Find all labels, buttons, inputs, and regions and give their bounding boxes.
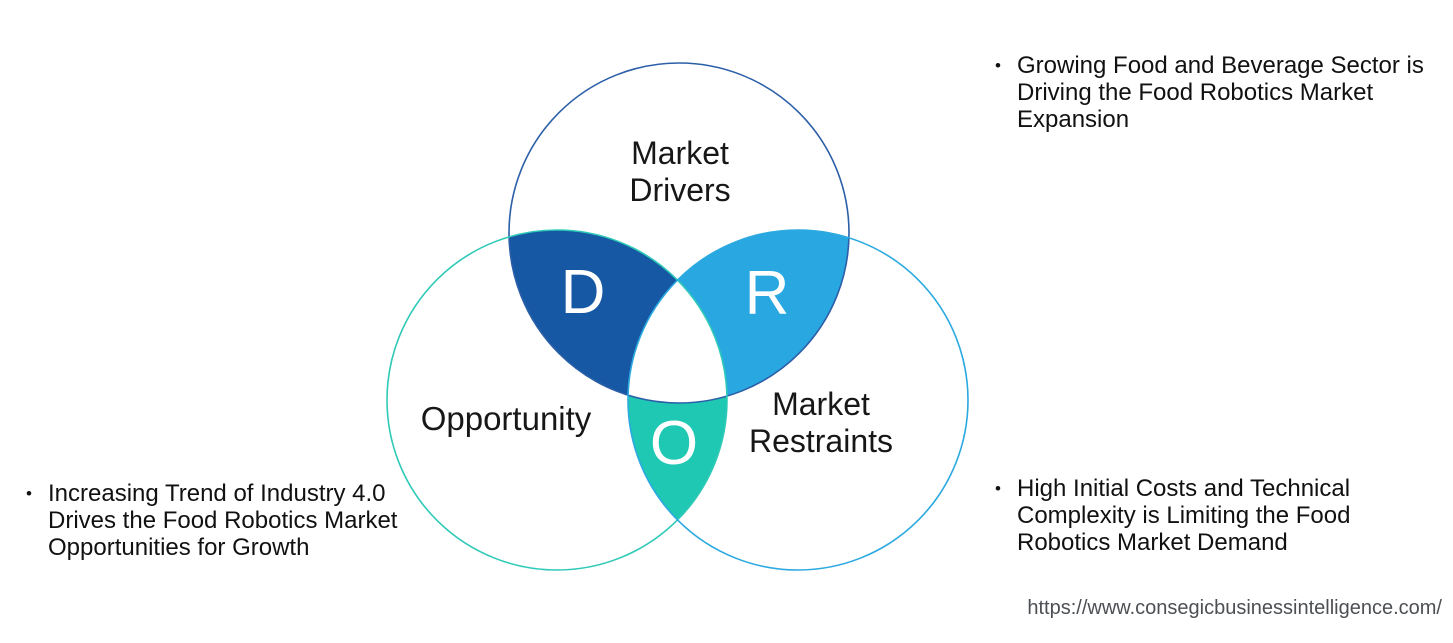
drivers-circle-outline (508, 62, 850, 404)
restraints-label-line2: Restraints (748, 423, 894, 459)
opportunity-bullet-text: Increasing Trend of Industry 4.0 Drives … (48, 480, 397, 561)
restraint-bullet-line1: High Initial Costs and Technical (1017, 475, 1351, 502)
drivers-label-line1: Market (631, 135, 729, 171)
restraints-circle-outline (627, 229, 969, 571)
bullet-dot-icon: • (995, 479, 1001, 498)
drivers-circle-label: Market Drivers (629, 135, 730, 209)
restraint-bullet-line2: Complexity is Limiting the Food (1017, 502, 1351, 529)
opportunity-overlap-letter: O (649, 409, 699, 478)
bullet-dot-icon: • (26, 484, 32, 503)
drivers-overlap-letter: D (560, 258, 606, 327)
bullet-dot-icon: • (995, 56, 1001, 75)
restraint-bullet: • High Initial Costs and Technical Compl… (995, 475, 1350, 556)
opportunity-bullet-line3: Opportunities for Growth (48, 534, 310, 561)
driver-bullet-line1: Growing Food and Beverage Sector is (1017, 52, 1424, 79)
driver-bullet-line2: Driving the Food Robotics Market (1017, 79, 1374, 106)
driver-bullet-line3: Expansion (1017, 106, 1130, 133)
restraints-overlap-letter: R (744, 259, 790, 328)
opportunity-circle-label: Opportunity (420, 400, 592, 437)
opportunity-bullet: • Increasing Trend of Industry 4.0 Drive… (26, 480, 397, 561)
driver-bullet: • Growing Food and Beverage Sector is Dr… (995, 52, 1424, 133)
drivers-label-line2: Drivers (629, 172, 731, 208)
restraints-circle-label: Market Restraints (749, 386, 893, 460)
opportunity-circle-outline (386, 229, 728, 571)
restraint-bullet-line3: Robotics Market Demand (1017, 529, 1288, 556)
restraint-bullet-text: High Initial Costs and Technical Complex… (1017, 475, 1350, 556)
restraints-label-line1: Market (772, 386, 870, 422)
opportunity-bullet-line2: Drives the Food Robotics Market (48, 507, 398, 534)
opportunity-bullet-line1: Increasing Trend of Industry 4.0 (48, 480, 386, 507)
website-url-link[interactable]: https://www.consegicbusinessintelligence… (1027, 597, 1442, 619)
driver-bullet-text: Growing Food and Beverage Sector is Driv… (1017, 52, 1424, 133)
